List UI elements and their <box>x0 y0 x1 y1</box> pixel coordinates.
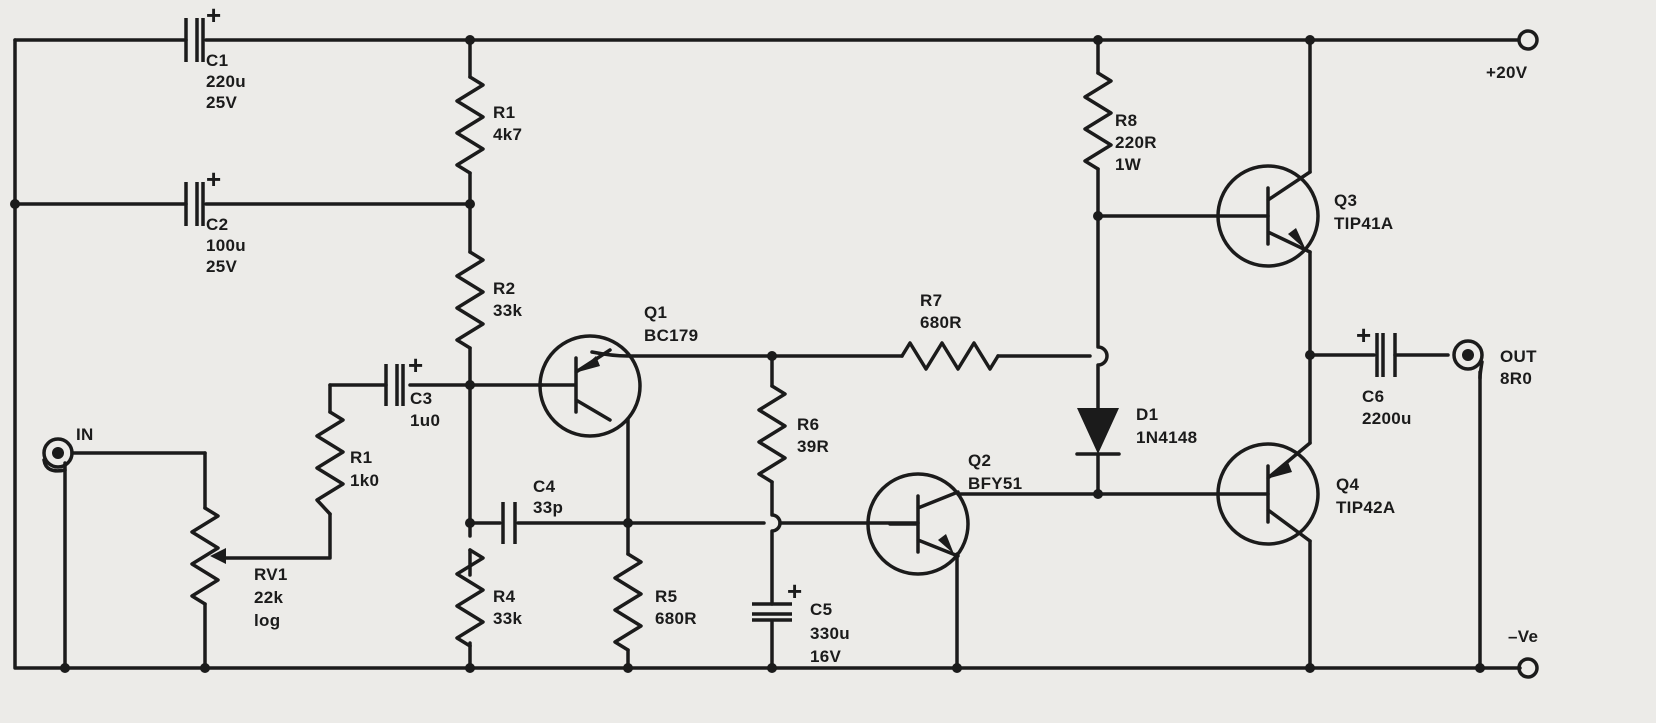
resistor-r1-1k0: R1 1k0 <box>315 410 379 516</box>
transistor-q3: Q3 TIP41A <box>1216 164 1393 268</box>
input-label: IN <box>76 425 94 444</box>
c3-ref: C3 <box>410 389 432 408</box>
transistor-q2: Q2 BFY51 <box>866 451 1022 576</box>
resistor-r6: R6 39R <box>757 384 829 484</box>
q4-ref: Q4 <box>1336 475 1360 494</box>
r2-ref: R2 <box>493 279 515 298</box>
r6-ref: R6 <box>797 415 819 434</box>
supply-positive-terminal: +20V <box>1486 29 1539 82</box>
rv1-ref: RV1 <box>254 565 288 584</box>
supply-negative-terminal: –Ve <box>1508 627 1539 679</box>
r7-value: 680R <box>920 313 962 332</box>
r1b-ref: R1 <box>350 448 372 467</box>
q3-ref: Q3 <box>1334 191 1357 210</box>
c2-polarity: + <box>206 164 221 194</box>
q1-part: BC179 <box>644 326 698 345</box>
resistor-r2: R2 33k <box>455 250 523 350</box>
transistor-q4: Q4 TIP42A <box>1216 441 1395 546</box>
resistor-r8: R8 220R 1W <box>1083 71 1157 174</box>
r6-value: 39R <box>797 437 829 456</box>
c5-polarity: + <box>787 576 802 606</box>
c1-value: 220u <box>206 72 246 91</box>
resistor-r4: R4 33k <box>455 548 523 648</box>
c6-polarity: + <box>1356 320 1371 350</box>
r1b-value: 1k0 <box>350 471 379 490</box>
resistor-r1-4k7: R1 4k7 <box>455 75 522 175</box>
potentiometer-rv1: RV1 22k log <box>190 506 288 630</box>
c6-ref: C6 <box>1362 387 1384 406</box>
c6-value: 2200u <box>1362 409 1412 428</box>
input-jack: IN <box>42 425 94 473</box>
q2-part: BFY51 <box>968 474 1022 493</box>
r5-value: 680R <box>655 609 697 628</box>
r5-ref: R5 <box>655 587 677 606</box>
r4-ref: R4 <box>493 587 516 606</box>
supply-negative-label: –Ve <box>1508 627 1538 646</box>
c4-ref: C4 <box>533 477 556 496</box>
q2-ref: Q2 <box>968 451 991 470</box>
rv1-value: 22k <box>254 588 284 607</box>
r1a-value: 4k7 <box>493 125 522 144</box>
resistor-r5: R5 680R <box>613 552 697 652</box>
d1-part: 1N4148 <box>1136 428 1197 447</box>
resistor-r7: R7 680R <box>900 291 1000 371</box>
capacitor-c3: + C3 1u0 <box>384 350 440 430</box>
supply-positive-label: +20V <box>1486 63 1528 82</box>
c5-value: 330u <box>810 624 850 643</box>
c3-polarity: + <box>408 350 423 380</box>
wires <box>13 38 1522 670</box>
r1a-ref: R1 <box>493 103 515 122</box>
capacitor-c5: + C5 330u 16V <box>752 576 850 666</box>
transistor-q1: Q1 BC179 <box>538 303 698 438</box>
c4-value: 33p <box>533 498 563 517</box>
r8-value: 220R <box>1115 133 1157 152</box>
q1-ref: Q1 <box>644 303 667 322</box>
q3-part: TIP41A <box>1334 214 1393 233</box>
output-impedance: 8R0 <box>1500 369 1532 388</box>
capacitor-c1: + C1 220u 25V <box>184 0 246 112</box>
capacitor-c2: + C2 100u 25V <box>184 164 246 276</box>
c3-value: 1u0 <box>410 411 440 430</box>
r8-ref: R8 <box>1115 111 1137 130</box>
c5-rating: 16V <box>810 647 842 666</box>
c1-rating: 25V <box>206 93 238 112</box>
d1-ref: D1 <box>1136 405 1158 424</box>
c5-ref: C5 <box>810 600 832 619</box>
capacitor-c4: C4 33p <box>501 477 563 544</box>
c1-polarity: + <box>206 0 221 30</box>
output-jack: OUT 8R0 <box>1452 339 1537 388</box>
output-label: OUT <box>1500 347 1537 366</box>
c1-ref: C1 <box>206 51 228 70</box>
junction-dots <box>10 35 1485 673</box>
r7-ref: R7 <box>920 291 942 310</box>
r4-value: 33k <box>493 609 523 628</box>
c2-value: 100u <box>206 236 246 255</box>
diode-d1: D1 1N4148 <box>1075 405 1197 456</box>
r2-value: 33k <box>493 301 523 320</box>
c2-ref: C2 <box>206 215 228 234</box>
q4-part: TIP42A <box>1336 498 1395 517</box>
c2-rating: 25V <box>206 257 238 276</box>
capacitor-c6: + C6 2200u <box>1356 320 1412 428</box>
rv1-taper: log <box>254 611 280 630</box>
r8-rating: 1W <box>1115 155 1142 174</box>
